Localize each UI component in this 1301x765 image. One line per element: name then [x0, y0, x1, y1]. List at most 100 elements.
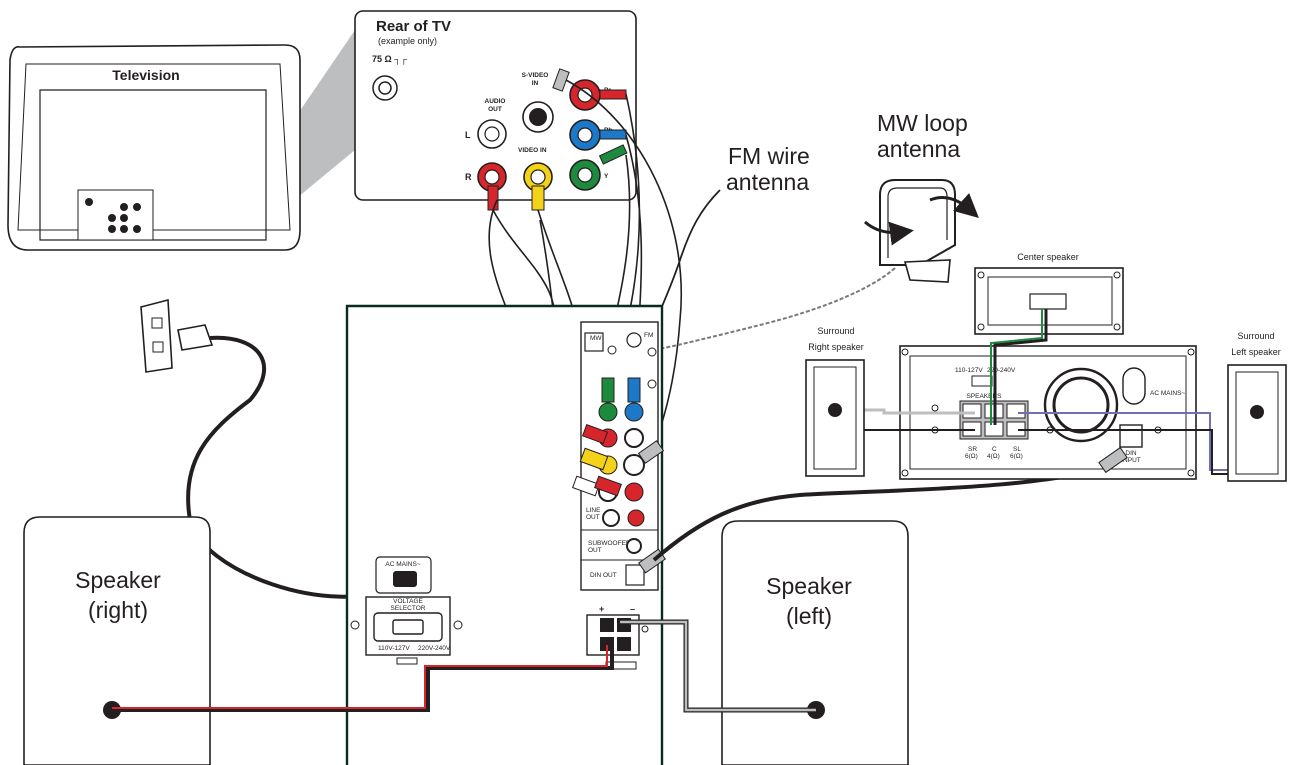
screw	[1113, 271, 1121, 279]
surround-left-speaker: Surround Left speaker	[1227, 331, 1287, 482]
comp-y-label: Y	[604, 173, 609, 180]
tv-jack-panel	[77, 189, 154, 241]
tv-jack	[85, 198, 93, 206]
voltage-switch	[392, 619, 424, 635]
plug-pr	[599, 89, 627, 100]
wall-outlet	[140, 298, 401, 599]
svideo-in-label-1: S-VIDEO	[522, 72, 549, 79]
speaker-left: Speaker (left)	[721, 520, 909, 765]
outlet-socket	[151, 317, 163, 329]
plug-main-pr	[581, 423, 609, 445]
surround-left-label-2: Left speaker	[1231, 347, 1281, 357]
surround-right-label-1: Surround	[817, 326, 854, 336]
line-out-label-2: OUT	[586, 514, 600, 521]
din-cable	[652, 463, 1116, 562]
tv-jack	[108, 214, 116, 222]
fm-terminal-label: FM	[644, 332, 653, 339]
screw	[901, 348, 909, 356]
terminal-sl-plus	[1006, 403, 1026, 419]
mw-terminal	[584, 332, 604, 352]
surround-v-low-label: 110-127V	[955, 367, 983, 374]
video-in-jack-inner	[530, 169, 546, 185]
plug-main-y	[601, 377, 615, 403]
vent-slot	[396, 657, 418, 665]
surround-right-speaker: Surround Right speaker	[805, 326, 865, 477]
screw	[647, 379, 657, 389]
mains-plug	[177, 324, 214, 351]
surround-right-driver	[828, 403, 842, 417]
mw-rotate-arrow-right	[929, 193, 979, 219]
audio-out-l-jack-inner	[484, 126, 500, 142]
tv-jack	[133, 203, 141, 211]
screw	[977, 323, 985, 331]
plug-yellow-video	[531, 185, 545, 211]
speaker-right-box	[23, 516, 211, 765]
terminal-sr-label-1: SR	[968, 446, 977, 453]
rear-panel-subtitle: (example only)	[378, 36, 437, 46]
center-speaker-inner	[987, 276, 1113, 326]
screw	[977, 271, 985, 279]
screw	[647, 347, 657, 357]
speaker-right-label-2: (right)	[88, 597, 148, 623]
tv-back-cover	[39, 89, 267, 241]
wire-left-grey	[620, 620, 816, 712]
screw	[607, 345, 617, 355]
plug-y	[598, 144, 628, 165]
surround-fan-ring	[1052, 376, 1110, 434]
terminal-c-label-2: 4(Ω)	[987, 453, 1000, 460]
plug-red-audio	[487, 185, 499, 211]
plug-svideo	[552, 68, 570, 92]
mw-antenna-label-1: MW loop	[877, 110, 968, 136]
outlet-socket	[152, 341, 164, 353]
din-input-label-1: DIN	[1125, 450, 1137, 457]
main-comp-pb-jack	[624, 402, 644, 422]
speaker-wires	[112, 463, 1116, 713]
plug-main-video	[579, 447, 609, 471]
audio-r-label: R	[465, 172, 472, 182]
terminal-sl-label-2: 6(Ω)	[1010, 453, 1023, 460]
din-input-jack	[1119, 424, 1143, 448]
terminal-c-label-1: C	[992, 446, 997, 453]
television: Television	[7, 30, 355, 251]
main-jack	[624, 428, 644, 448]
screw	[350, 620, 360, 630]
plug-main-audio-r	[594, 475, 622, 497]
voltage-high-label: 220V-240V	[418, 645, 451, 652]
mw-loop-frame	[879, 179, 956, 266]
line-out-l-jack	[602, 509, 620, 527]
mw-terminal-label: MW	[590, 335, 602, 342]
surround-ac-socket	[1122, 367, 1146, 405]
plug-pb	[599, 129, 627, 140]
line-out-label-1: LINE	[586, 507, 601, 514]
antenna-in-jack	[372, 75, 398, 101]
antenna-in-jack-inner	[378, 81, 392, 95]
surround-right-grille	[813, 366, 857, 470]
surround-right-label-2: Right speaker	[808, 342, 864, 352]
terminal-plus-label: +	[599, 604, 604, 614]
wire-right-dark	[112, 645, 614, 712]
main-comp-y-jack	[598, 402, 618, 422]
screw	[641, 625, 649, 633]
wire-right-red	[112, 645, 608, 709]
main-unit: AC MAINS~ VOLTAGE SELECTOR 110V-127V 220…	[345, 304, 666, 765]
surround-unit: Center speaker 110-127V 220-240V SPEAKER…	[860, 252, 1260, 480]
fm-antenna: FM wire antenna	[649, 143, 810, 336]
surround-voltage-switch	[971, 375, 993, 387]
center-wire-dark	[993, 309, 1048, 425]
terminal-sl-label-1: SL	[1013, 446, 1021, 453]
plug-main-pb	[627, 377, 641, 403]
rear-panel-title: Rear of TV	[376, 18, 451, 35]
plug-main-svideo	[637, 440, 665, 464]
audio-out-r-jack-inner	[484, 169, 500, 185]
rear-of-tv-panel: Rear of TV (example only) 75 Ω ┐┌ AUDIO …	[354, 10, 637, 211]
main-audio-r-jack	[624, 482, 644, 502]
center-wire-green	[990, 309, 1043, 425]
fm-antenna-label-1: FM wire	[728, 143, 810, 169]
mw-loop-inner	[887, 187, 948, 258]
din-out-label: DIN OUT	[590, 572, 617, 579]
surround-left-grille	[1235, 371, 1279, 475]
mains-cord	[186, 335, 401, 599]
terminal-sr-plus	[962, 403, 982, 419]
surround-v-high-label: 220-240V	[987, 367, 1016, 374]
terminal-r-minus	[617, 637, 631, 651]
